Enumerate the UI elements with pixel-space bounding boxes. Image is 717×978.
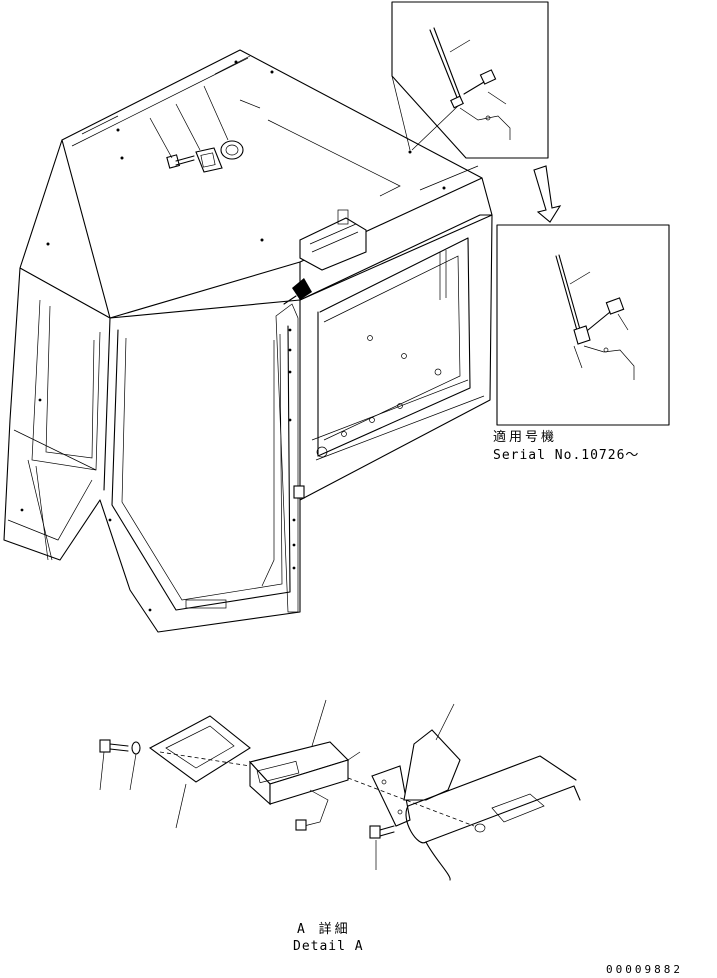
detail-a bbox=[99, 699, 581, 881]
cab-roof bbox=[19, 49, 493, 319]
detail-title: Detail A bbox=[293, 939, 364, 954]
drawing-number: 00009882 bbox=[606, 963, 683, 976]
inset-before bbox=[391, 1, 549, 159]
bolt-icon bbox=[99, 739, 129, 753]
roof-mounted-parts bbox=[149, 85, 244, 173]
detail-title-jp: A 詳細 bbox=[297, 922, 351, 937]
bolt-icon bbox=[166, 154, 195, 169]
arrow-down-icon bbox=[533, 165, 562, 223]
applicable-serial-label: Serial No.10726～ bbox=[493, 448, 640, 463]
control-box-location bbox=[283, 209, 367, 305]
cab-rear-frame bbox=[293, 214, 493, 501]
inset-after bbox=[496, 224, 670, 426]
bolt-icon bbox=[369, 825, 395, 839]
cab-side-frame bbox=[3, 267, 301, 633]
applicable-serial-label-jp: 適用号機 bbox=[493, 430, 558, 445]
